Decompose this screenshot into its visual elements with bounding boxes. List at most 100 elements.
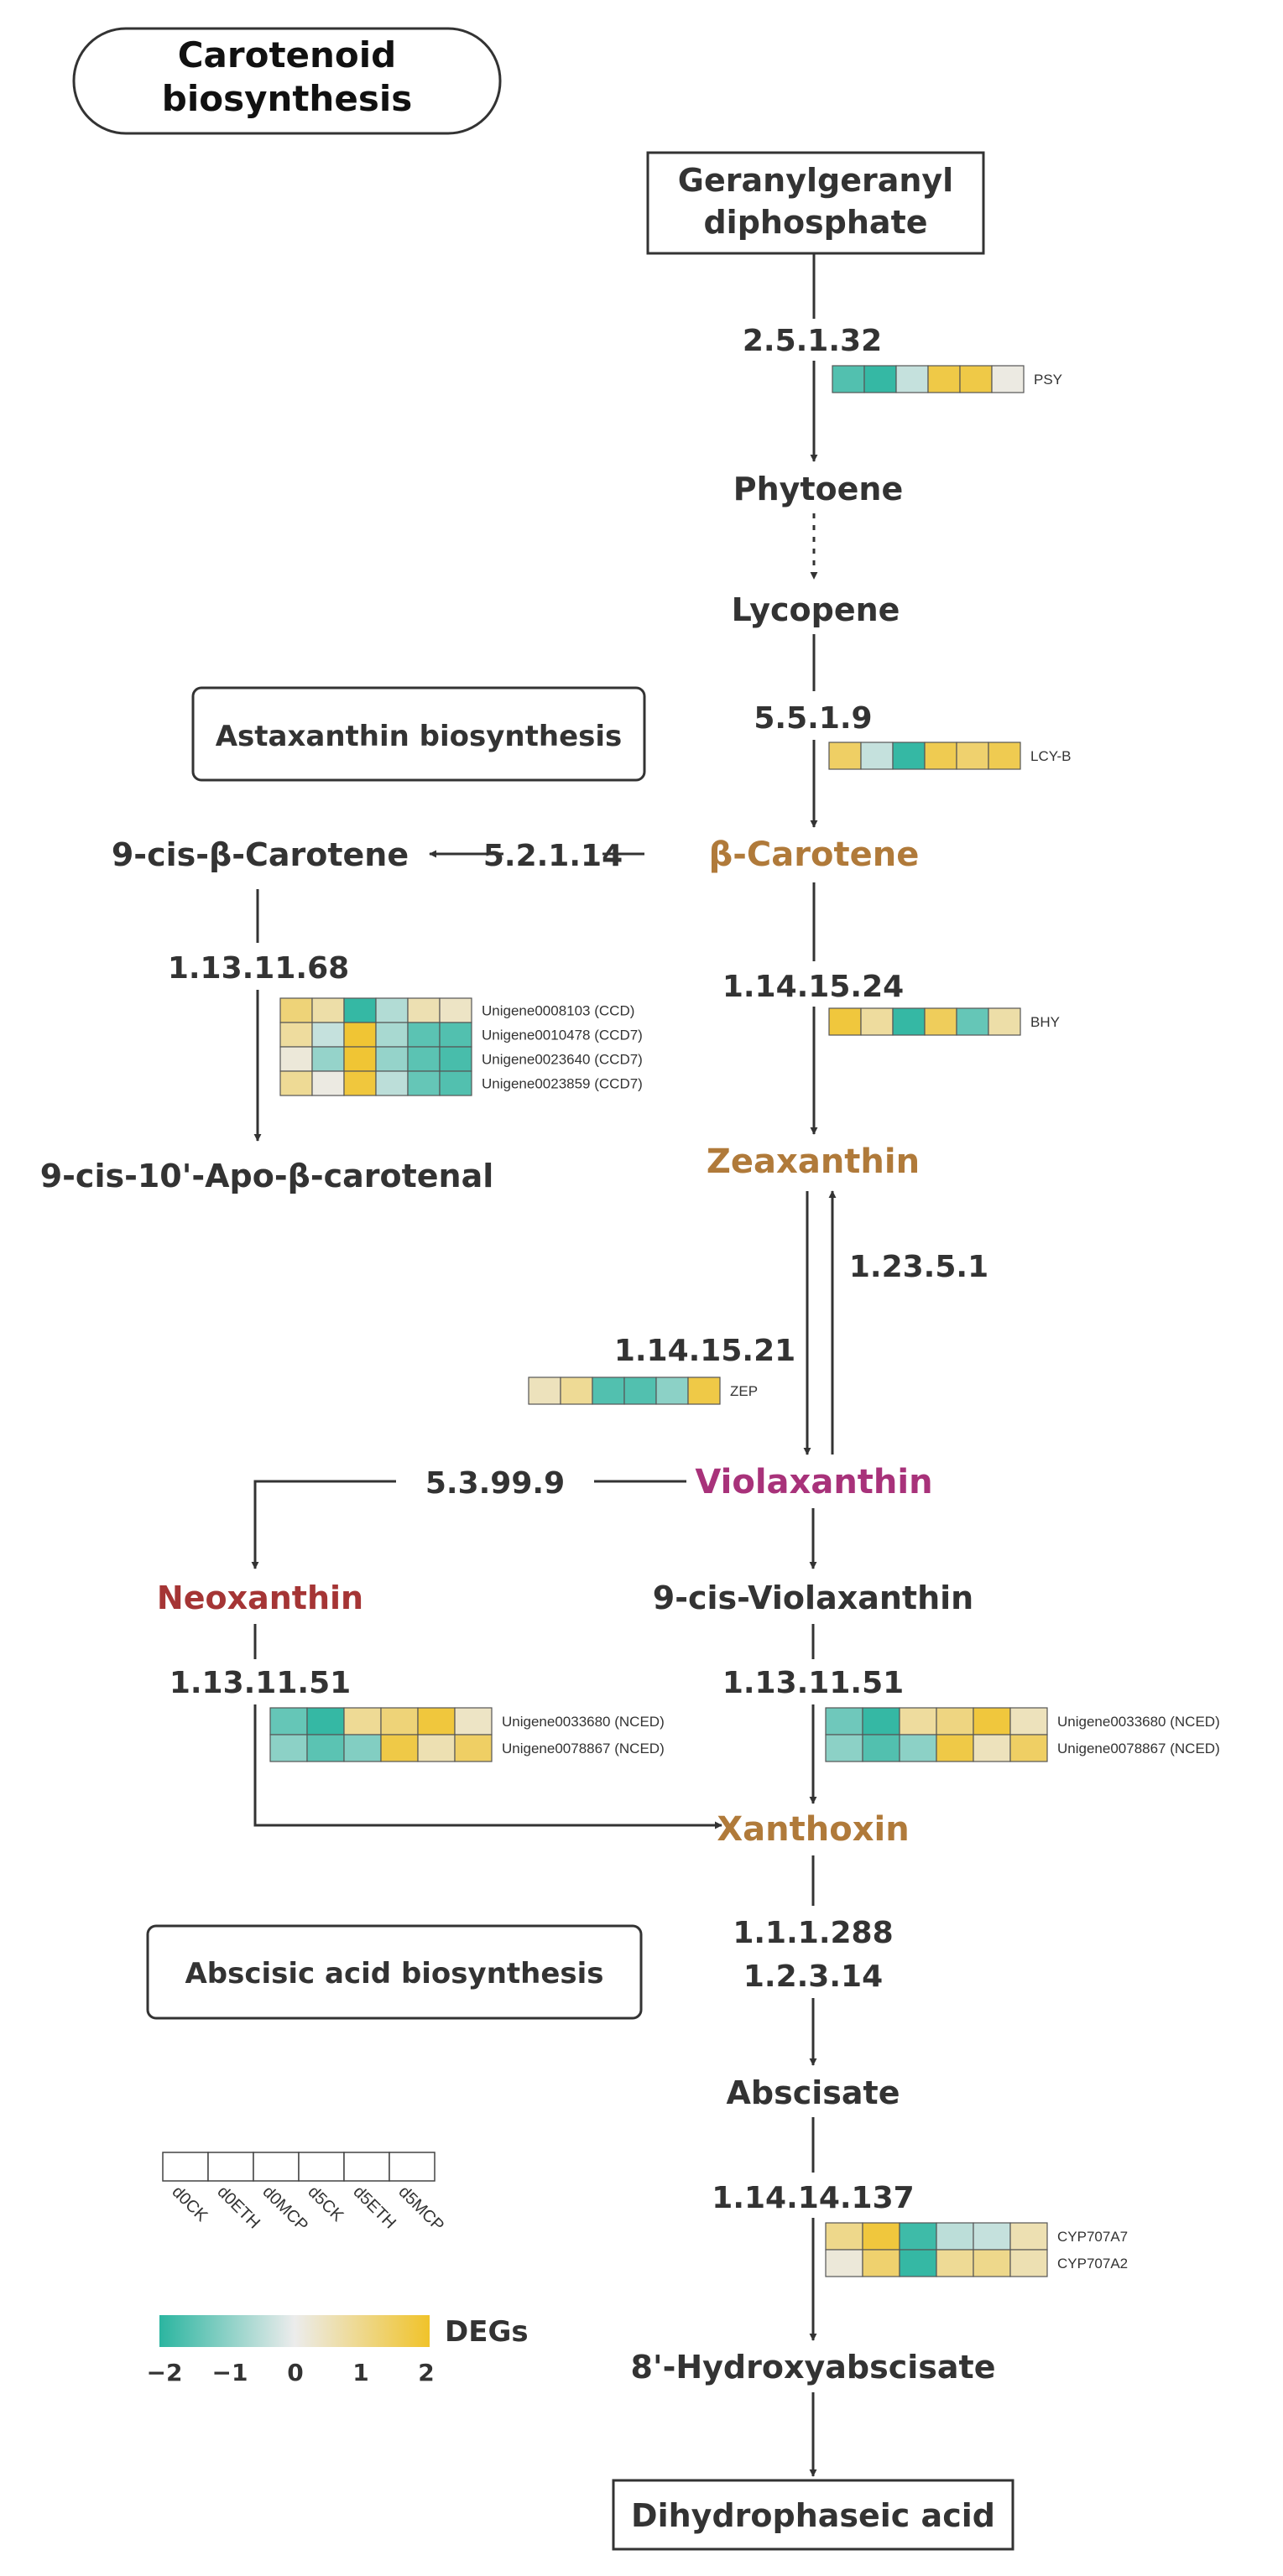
heatmap-row-label: CYP707A2 bbox=[1057, 2256, 1128, 2272]
enzyme-5-3-99-9: 5.3.99.9 bbox=[425, 1466, 565, 1501]
heatmap-cell bbox=[860, 1007, 894, 1036]
heatmap-cell bbox=[279, 1070, 313, 1096]
legend-sample-label: d5MCP bbox=[394, 2183, 447, 2235]
compound-beta-carotene: β-Carotene bbox=[709, 835, 920, 874]
legend-sample-label: d0MCP bbox=[258, 2183, 311, 2235]
heatmap-cell bbox=[936, 2222, 974, 2251]
heatmap-cell bbox=[407, 997, 441, 1023]
compound-apo-carotenal: 9-cis-10'-Apo-β-carotenal bbox=[40, 1158, 494, 1194]
abscisic-label: Abscisic acid biosynthesis bbox=[185, 1957, 603, 1991]
heatmap-cell bbox=[375, 997, 409, 1023]
heatmap-cell bbox=[279, 1022, 313, 1048]
arrow-neoxanthin-to-xanthoxin bbox=[253, 1704, 722, 1829]
heatmap-cell bbox=[892, 1007, 926, 1036]
heatmap-cell bbox=[1009, 2249, 1048, 2277]
legend-scale-tick: −2 bbox=[147, 2359, 183, 2386]
heatmap-cell bbox=[417, 1707, 456, 1736]
enzyme-1-2-3-14: 1.2.3.14 bbox=[743, 1959, 883, 1994]
heatmap-cell bbox=[311, 1070, 345, 1096]
compound-violaxanthin: Violaxanthin bbox=[695, 1463, 932, 1501]
heatmap-nced-right: Unigene0033680 (NCED)Unigene0078867 (NCE… bbox=[825, 1707, 1220, 1762]
heatmap-cell bbox=[592, 1376, 625, 1405]
enzyme-2-5-1-32: 2.5.1.32 bbox=[743, 324, 882, 358]
legend-sample-box bbox=[343, 2152, 390, 2182]
heatmap-row-label: Unigene0023859 (CCD7) bbox=[482, 1075, 643, 1091]
heatmap-cell bbox=[279, 997, 313, 1023]
heatmap-cell bbox=[899, 1707, 937, 1736]
heatmap-cell bbox=[269, 1734, 308, 1762]
heatmap-cell bbox=[924, 742, 957, 770]
heatmap-cell bbox=[407, 1046, 441, 1072]
heatmap-cell bbox=[959, 365, 993, 393]
heatmap-cell bbox=[343, 1734, 382, 1762]
enzyme-1-14-15-24: 1.14.15.24 bbox=[722, 970, 904, 1004]
heatmap-cell bbox=[991, 365, 1025, 393]
heatmap-cell bbox=[439, 997, 472, 1023]
legend-scale-tick: −1 bbox=[212, 2359, 248, 2386]
compound-zeaxanthin: Zeaxanthin bbox=[707, 1142, 920, 1181]
heatmap-cell bbox=[825, 2222, 863, 2251]
heatmap-row-label: ZEP bbox=[730, 1383, 758, 1399]
heatmap-cell bbox=[439, 1046, 472, 1072]
legend-sample-boxes bbox=[162, 2152, 435, 2182]
heatmap-cell bbox=[862, 2222, 900, 2251]
heatmap-cell bbox=[973, 1707, 1011, 1736]
compound-neoxanthin: Neoxanthin bbox=[157, 1579, 363, 1616]
heatmap-lcy-b: LCY-B bbox=[828, 742, 1072, 770]
heatmap-row-label: CYP707A7 bbox=[1057, 2229, 1128, 2245]
dihydrophaseic-box bbox=[612, 2479, 1014, 2551]
heatmap-cell bbox=[825, 2249, 863, 2277]
enzyme-1-23-5-1: 1.23.5.1 bbox=[849, 1250, 988, 1284]
legend-sample-label: d0ETH bbox=[213, 2183, 263, 2233]
heatmap-cell bbox=[828, 742, 862, 770]
heatmap-row-label: Unigene0008103 (CCD) bbox=[482, 1002, 634, 1018]
heatmap-cell bbox=[343, 997, 377, 1023]
heatmap-row-label: Unigene0078867 (NCED) bbox=[1057, 1741, 1220, 1756]
heatmap-cell bbox=[936, 2249, 974, 2277]
heatmap-zep: ZEP bbox=[528, 1376, 758, 1405]
legend-sample-label: d5CK bbox=[304, 2183, 347, 2225]
heatmap-row-label: Unigene0010478 (CCD7) bbox=[482, 1027, 643, 1043]
abscisic-box bbox=[146, 1924, 643, 2020]
heatmap-row-label: LCY-B bbox=[1030, 748, 1072, 764]
heatmap-cell bbox=[380, 1734, 419, 1762]
astaxanthin-box bbox=[191, 686, 646, 782]
heatmap-cell bbox=[311, 1022, 345, 1048]
heatmap-cell bbox=[860, 742, 894, 770]
compound-abscisate: Abscisate bbox=[727, 2074, 900, 2111]
heatmap-cell bbox=[899, 2249, 937, 2277]
heatmap-cell bbox=[439, 1070, 472, 1096]
enzyme-1-13-11-51-right: 1.13.11.51 bbox=[722, 1666, 904, 1700]
enzyme-1-14-15-21: 1.14.15.21 bbox=[614, 1334, 795, 1368]
heatmap-cell bbox=[375, 1070, 409, 1096]
heatmap-cell bbox=[306, 1734, 345, 1762]
compound-9-cis-beta-carotene: 9-cis-β-Carotene bbox=[112, 836, 409, 873]
heatmap-cell bbox=[956, 1007, 989, 1036]
legend-sample-box bbox=[207, 2152, 254, 2182]
heatmap-row-label: Unigene0023640 (CCD7) bbox=[482, 1051, 643, 1067]
heatmap-cell bbox=[832, 365, 865, 393]
heatmap-cell bbox=[343, 1022, 377, 1048]
heatmap-cell bbox=[269, 1707, 308, 1736]
heatmap-row-label: Unigene0078867 (NCED) bbox=[502, 1741, 665, 1756]
heatmap-cell bbox=[892, 742, 926, 770]
heatmap-cell bbox=[528, 1376, 561, 1405]
legend-color-scale bbox=[159, 2315, 430, 2347]
heatmap-bhy: BHY bbox=[828, 1007, 1060, 1036]
heatmap-cell bbox=[407, 1022, 441, 1048]
heatmap-cell bbox=[375, 1022, 409, 1048]
compound-lycopene: Lycopene bbox=[732, 591, 900, 628]
pathway-connectors bbox=[251, 253, 837, 2477]
heatmap-cell bbox=[825, 1734, 863, 1762]
heatmap-row-label: PSY bbox=[1034, 372, 1062, 388]
compound-8-hydroxyabscisate: 8'-Hydroxyabscisate bbox=[631, 2349, 996, 2386]
heatmap-cell bbox=[655, 1376, 689, 1405]
heatmap-cell bbox=[343, 1046, 377, 1072]
heatmap-cell bbox=[623, 1376, 657, 1405]
legend-scale-title: DEGs bbox=[445, 2315, 529, 2349]
heatmap-cell bbox=[1009, 1707, 1048, 1736]
heatmap-cell bbox=[927, 365, 961, 393]
